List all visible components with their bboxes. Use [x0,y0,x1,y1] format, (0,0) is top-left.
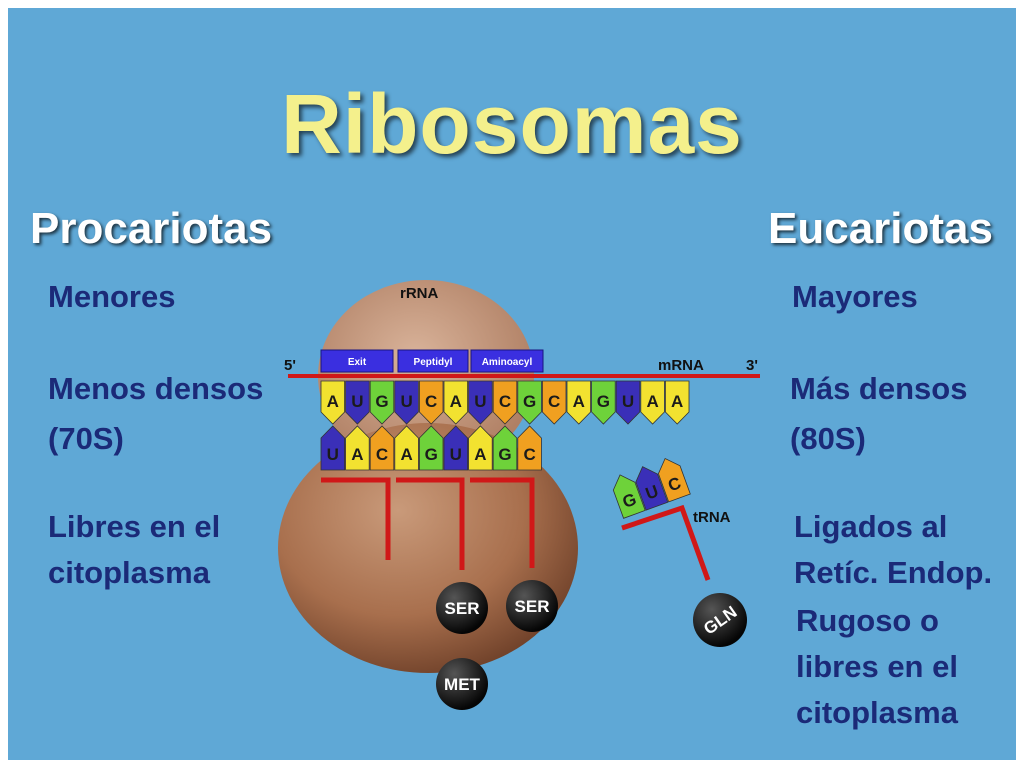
svg-text:SER: SER [515,597,550,616]
right-item-location-4: libres en el [796,649,958,684]
left-item-density: Menos densos [48,371,264,406]
mrna-base: C [542,380,567,425]
right-item-density: Más densos [790,371,968,406]
free-trna-base: C [657,457,691,503]
svg-text:A: A [573,392,585,411]
right-item-location-1: Ligados al [794,509,948,544]
right-item-location-2: Retíc. Endop. [794,555,993,590]
amino-acid-gln: GLN [693,593,747,647]
svg-text:C: C [376,445,388,464]
site-label: Peptidyl [414,357,453,368]
svg-text:C: C [499,392,511,411]
svg-text:A: A [671,392,683,411]
left-item-size: Menores [48,279,176,314]
mrna-base: A [665,380,690,425]
svg-text:C: C [548,392,560,411]
svg-text:U: U [400,392,412,411]
mrna-base: A [640,380,665,425]
svg-text:G: G [597,392,610,411]
svg-text:C: C [425,392,437,411]
amino-acid-met: MET [436,658,488,710]
svg-text:C: C [666,473,684,495]
svg-text:U: U [622,392,634,411]
amino-acid-ser-2: SER [506,580,558,632]
svg-text:G: G [620,490,639,512]
svg-text:A: A [400,445,412,464]
svg-text:G: G [425,445,438,464]
right-item-sedimentation: (80S) [790,421,866,456]
three-prime-label: 3' [746,357,758,374]
mrna-label: mRNA [658,357,704,374]
anticodon-base: A [468,425,493,471]
free-trna-base: U [635,466,669,511]
anticodon-base: A [345,425,370,471]
svg-text:G: G [375,392,388,411]
anticodon-base: G [419,425,444,471]
site-aminoacyl: Aminoacyl [470,349,544,373]
slide: Ribosomas Procariotas Eucariotas Menores… [8,8,1016,760]
anticodon-base: U [320,425,345,471]
left-item-sedimentation: (70S) [48,421,124,456]
mrna-base: U [615,380,641,425]
svg-text:A: A [474,445,486,464]
mrna-base: G [591,380,616,425]
anticodon-base: G [492,425,518,471]
free-trna-stem [621,504,711,581]
svg-text:A: A [646,392,658,411]
svg-text:U: U [643,482,661,504]
mrna-base: C [492,380,518,425]
svg-text:U: U [474,392,486,411]
left-item-location-2: citoplasma [48,555,210,590]
page-title: Ribosomas [281,77,743,171]
mrna-base: A [443,380,468,425]
svg-text:U: U [450,445,462,464]
svg-text:A: A [351,445,363,464]
svg-text:SER: SER [445,599,480,618]
site-exit: Exit [320,349,394,373]
right-item-location-3: Rugoso o [796,603,939,638]
svg-text:C: C [523,445,535,464]
svg-text:U: U [327,445,339,464]
site-peptidyl: Peptidyl [397,349,469,373]
svg-text:MET: MET [444,675,481,694]
anticodon-base: U [443,425,468,471]
five-prime-label: 5' [284,357,296,374]
right-item-size: Mayores [792,279,918,314]
mrna-base: U [468,380,493,425]
bound-trna-stems [321,477,535,570]
svg-text:U: U [351,392,363,411]
large-subunit [278,423,578,673]
anticodon-base: C [369,425,395,471]
site-label: Aminoacyl [482,357,533,368]
rrna-label: rRNA [400,285,439,302]
anticodon-base: C [517,425,542,471]
amino-acid-ser-1: SER [436,582,488,634]
mrna-base: A [566,380,591,425]
procariotas-heading: Procariotas [30,204,273,253]
svg-text:A: A [327,392,339,411]
mrna-base: G [517,380,542,425]
mrna-base: U [345,380,370,425]
site-label: Exit [348,357,367,368]
svg-text:A: A [450,392,462,411]
svg-text:G: G [523,392,536,411]
free-trna-base: G [612,474,646,519]
right-item-location-5: citoplasma [796,695,958,730]
mrna-base: U [394,380,419,425]
mrna-base: A [320,380,345,425]
mrna-base: C [419,380,444,425]
left-item-location-1: Libres en el [48,509,221,544]
eucariotas-heading: Eucariotas [768,204,993,253]
trna-label: tRNA [693,509,731,526]
mrna-base: G [369,380,395,425]
svg-text:G: G [498,445,511,464]
anticodon-base: A [394,425,419,471]
